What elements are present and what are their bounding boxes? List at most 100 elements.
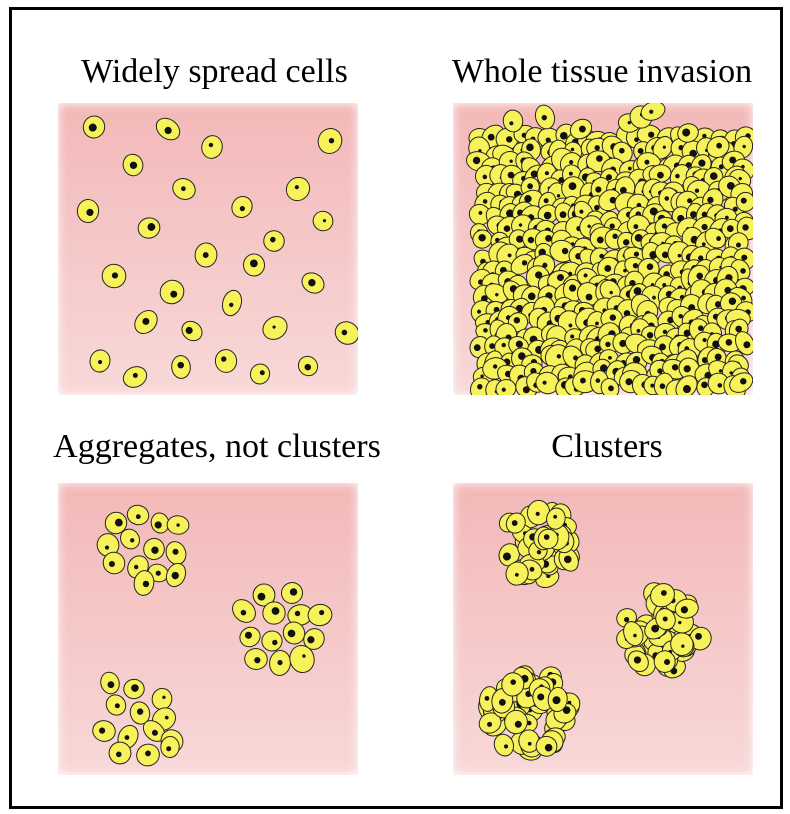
nucleus	[568, 182, 577, 191]
nucleus	[695, 632, 702, 640]
nucleus	[585, 293, 593, 301]
nucleus	[489, 343, 496, 349]
nucleus	[527, 183, 534, 190]
nucleus	[659, 343, 666, 351]
nucleus	[501, 387, 506, 392]
nucleus	[619, 186, 627, 194]
nucleus	[527, 292, 536, 301]
nucleus	[690, 211, 697, 218]
nucleus	[104, 545, 110, 550]
nucleus	[568, 323, 573, 328]
nucleus	[543, 198, 549, 204]
nucleus	[514, 572, 519, 577]
nucleus	[681, 644, 685, 648]
nucleus	[717, 383, 723, 388]
nucleus	[511, 520, 518, 526]
cell	[670, 632, 694, 656]
nucleus	[697, 325, 704, 331]
nucleus	[701, 223, 708, 231]
cell	[108, 741, 132, 765]
nucleus	[221, 356, 227, 362]
cell	[249, 363, 271, 385]
nucleus	[652, 295, 656, 300]
nucleus	[740, 378, 747, 385]
nucleus	[99, 727, 106, 734]
cells-aggregates	[92, 504, 333, 767]
nucleus	[155, 570, 161, 576]
nucleus	[518, 223, 523, 227]
nucleus	[687, 198, 693, 204]
nucleus	[483, 328, 488, 333]
nucleus	[657, 368, 663, 374]
nucleus	[569, 160, 574, 165]
nucleus	[257, 592, 266, 601]
nucleus	[595, 321, 599, 326]
nucleus	[675, 173, 680, 179]
nucleus	[714, 353, 722, 361]
nucleus	[623, 239, 630, 246]
cell	[498, 543, 520, 567]
nucleus	[509, 121, 514, 126]
cell	[678, 357, 700, 381]
cell	[569, 118, 593, 140]
nucleus	[662, 616, 668, 622]
nucleus	[619, 147, 625, 154]
nucleus	[526, 143, 534, 152]
nucleus	[605, 341, 611, 348]
nucleus	[516, 235, 524, 243]
nucleus	[86, 208, 94, 217]
nucleus	[552, 696, 561, 705]
cell	[105, 694, 127, 716]
cell	[303, 628, 325, 650]
cell	[285, 176, 311, 202]
nucleus	[506, 209, 514, 218]
nucleus	[619, 339, 627, 347]
nucleus	[725, 215, 729, 220]
nucleus	[88, 123, 97, 132]
nucleus	[683, 365, 691, 373]
nucleus	[694, 188, 700, 193]
nucleus	[147, 223, 156, 231]
nucleus	[535, 271, 543, 279]
nucleus	[740, 197, 747, 204]
nucleus	[132, 372, 138, 378]
nucleus	[507, 171, 515, 179]
nucleus	[294, 610, 301, 617]
nucleus	[542, 380, 547, 385]
nucleus	[133, 564, 139, 570]
nucleus	[208, 142, 214, 148]
nucleus	[680, 606, 688, 614]
cell	[627, 650, 649, 673]
nucleus	[509, 159, 513, 163]
nucleus	[594, 145, 600, 151]
title-widely-spread: Widely spread cells	[81, 53, 348, 90]
cell	[547, 686, 568, 713]
nucleus	[735, 325, 742, 333]
cell	[640, 103, 666, 121]
nucleus	[657, 171, 664, 179]
nucleus	[164, 126, 172, 135]
cell	[600, 378, 620, 395]
cell	[82, 115, 106, 139]
cell	[165, 562, 187, 588]
cell	[242, 253, 266, 277]
cell	[166, 515, 190, 535]
cell	[729, 372, 753, 393]
cell	[653, 650, 676, 673]
nucleus	[543, 211, 552, 220]
cell	[561, 176, 586, 201]
cell	[92, 720, 116, 742]
nucleus	[742, 224, 749, 231]
nucleus	[696, 272, 704, 280]
nucleus	[482, 199, 488, 204]
nucleus	[185, 326, 193, 335]
nucleus	[633, 287, 642, 295]
nucleus	[625, 378, 633, 386]
nucleus	[594, 345, 602, 353]
nucleus	[541, 114, 547, 121]
cell	[534, 104, 556, 130]
nucleus	[308, 278, 316, 287]
cell	[505, 512, 526, 534]
nucleus	[527, 741, 532, 746]
nucleus	[535, 511, 540, 516]
